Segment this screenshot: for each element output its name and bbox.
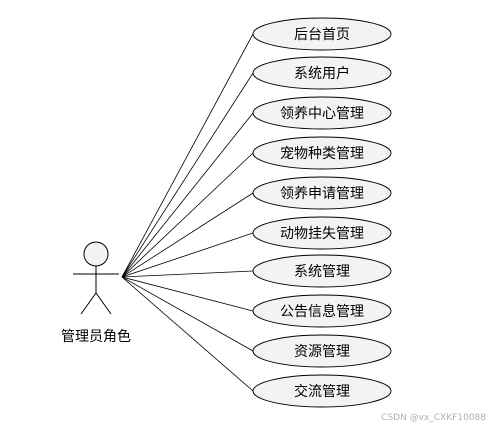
use-case-label: 系统用户 bbox=[294, 65, 350, 82]
association-line bbox=[121, 112, 254, 278]
actor: 管理员角色 bbox=[61, 241, 131, 345]
association-line bbox=[121, 270, 254, 278]
use-case-ellipse bbox=[252, 17, 392, 51]
use-case: 交流管理 bbox=[252, 374, 392, 408]
actor-head-icon bbox=[83, 241, 109, 267]
use-case-ellipse bbox=[252, 96, 392, 130]
association-lines bbox=[121, 33, 254, 392]
use-case: 宠物种类管理 bbox=[252, 136, 392, 170]
use-case-ellipse bbox=[252, 294, 392, 328]
association-line bbox=[121, 72, 254, 278]
use-case-label: 领养中心管理 bbox=[280, 106, 364, 122]
association-line bbox=[121, 276, 254, 392]
use-case: 系统用户 bbox=[252, 56, 392, 90]
use-case-label: 动物挂失管理 bbox=[280, 226, 364, 242]
use-case-ellipse bbox=[252, 56, 392, 90]
use-case-ellipse bbox=[252, 136, 392, 170]
actor-left-leg bbox=[80, 292, 97, 315]
association-line bbox=[121, 33, 254, 278]
use-case-ellipse bbox=[252, 216, 392, 250]
use-case: 领养中心管理 bbox=[252, 96, 392, 130]
watermark-text: CSDN @vx_CXKF10088 bbox=[381, 413, 486, 423]
use-case: 资源管理 bbox=[252, 334, 392, 368]
association-line bbox=[121, 276, 254, 312]
use-case: 领养申请管理 bbox=[252, 176, 392, 210]
use-case-label: 后台首页 bbox=[294, 27, 350, 43]
use-case-label: 领养申请管理 bbox=[280, 186, 364, 202]
use-case-label: 宠物种类管理 bbox=[280, 146, 364, 162]
use-case-label: 系统管理 bbox=[294, 264, 350, 280]
association-line bbox=[121, 232, 254, 278]
use-case-ellipse bbox=[252, 334, 392, 368]
association-line bbox=[121, 276, 254, 352]
use-case: 后台首页 bbox=[252, 17, 392, 51]
use-case: 公告信息管理 bbox=[252, 294, 392, 328]
use-case-label: 资源管理 bbox=[294, 344, 350, 360]
use-case: 动物挂失管理 bbox=[252, 216, 392, 250]
use-case-label: 交流管理 bbox=[294, 383, 350, 400]
use-case-label: 公告信息管理 bbox=[280, 303, 364, 320]
use-case-ellipse bbox=[252, 254, 392, 288]
actor-right-leg bbox=[95, 292, 112, 315]
use-case: 系统管理 bbox=[252, 254, 392, 288]
actor-label: 管理员角色 bbox=[61, 328, 131, 345]
use-case-ellipse bbox=[252, 374, 392, 408]
use-case-ellipse bbox=[252, 176, 392, 210]
use-cases: 后台首页 系统用户 领养中心管理 宠物种类管理 领养申请管理 动物挂失管理 系统… bbox=[252, 17, 392, 408]
association-line bbox=[121, 152, 254, 278]
association-line bbox=[121, 192, 254, 278]
